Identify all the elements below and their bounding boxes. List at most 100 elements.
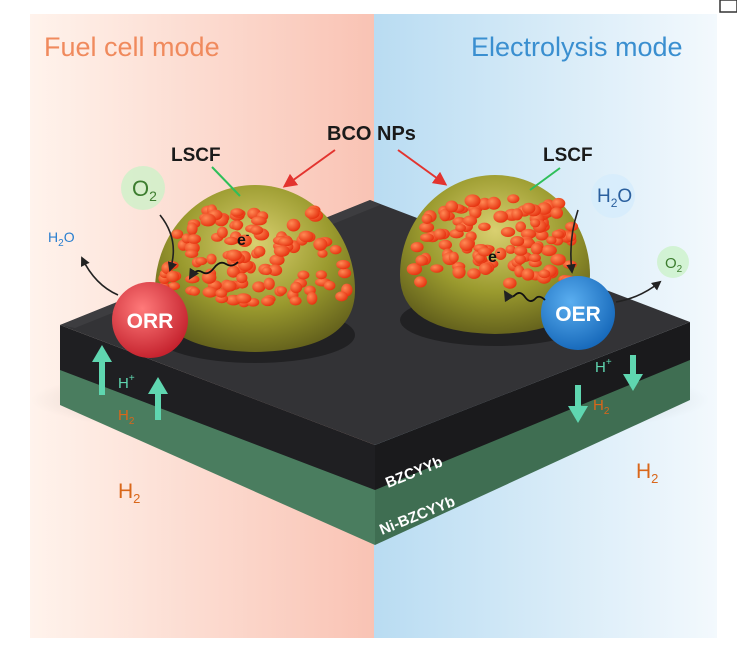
anode-layer-left-side bbox=[60, 352, 375, 545]
bco-nanoparticle bbox=[226, 249, 242, 262]
bco-nanoparticle bbox=[250, 225, 264, 235]
bco-nanoparticle bbox=[406, 263, 423, 276]
bco-nanoparticle bbox=[298, 230, 314, 242]
bco-nanoparticle bbox=[452, 265, 466, 279]
bco-nanoparticle bbox=[230, 208, 244, 217]
bco-nanoparticle bbox=[276, 286, 287, 295]
h2o-label-left: H2O bbox=[48, 229, 75, 249]
bco-nanoparticle bbox=[469, 207, 482, 219]
bco-nanoparticle bbox=[171, 229, 184, 239]
bco-nanoparticle bbox=[226, 265, 240, 278]
proton-label-right: H+ bbox=[595, 357, 612, 376]
bco-nanoparticle bbox=[513, 246, 528, 256]
proton-arrowhead-right-2 bbox=[568, 406, 588, 423]
bco-nanoparticle bbox=[510, 236, 525, 247]
bco-nanoparticle bbox=[505, 244, 516, 254]
right-bco-nanoparticles bbox=[406, 194, 579, 289]
bco-nanoparticle bbox=[336, 259, 351, 270]
bco-nanoparticle bbox=[195, 257, 208, 266]
bco-nanoparticle bbox=[565, 231, 577, 242]
bco-nanoparticle bbox=[500, 227, 516, 237]
bco-nanoparticle bbox=[420, 233, 434, 242]
bco-nanoparticle bbox=[565, 221, 579, 232]
electrolyte-layer-right-side bbox=[375, 322, 690, 490]
orr-to-h2o-arrow bbox=[81, 256, 119, 296]
oer-to-o2-arrow bbox=[615, 280, 662, 303]
orr-label: ORR bbox=[127, 310, 174, 333]
lscf-right-pointer bbox=[529, 167, 561, 191]
bco-nanoparticle bbox=[419, 222, 435, 233]
bco-nanoparticle bbox=[493, 210, 509, 223]
bco-nanoparticle bbox=[189, 287, 200, 296]
lscf-left-label: LSCF bbox=[171, 145, 221, 166]
bco-nanoparticle bbox=[414, 276, 427, 288]
electron-path-right bbox=[503, 290, 546, 303]
bco-arrow-right bbox=[397, 149, 448, 186]
oer-label: OER bbox=[555, 303, 601, 326]
bco-nanoparticle bbox=[235, 293, 252, 304]
bco-nanoparticle bbox=[459, 238, 475, 252]
oer-sphere bbox=[541, 276, 615, 350]
bco-nanoparticle bbox=[286, 218, 301, 232]
bco-nanoparticle bbox=[520, 228, 537, 239]
bco-nanoparticle bbox=[315, 270, 327, 280]
electrolyte-layer-left-side bbox=[60, 325, 375, 490]
bco-nanoparticle bbox=[522, 202, 536, 214]
bco-nanoparticle bbox=[237, 234, 252, 247]
bco-nanoparticle bbox=[263, 277, 275, 290]
bco-nanoparticle bbox=[528, 253, 542, 263]
bco-nanoparticle bbox=[313, 237, 328, 251]
bco-nanoparticle bbox=[433, 228, 447, 240]
bco-nanoparticle bbox=[511, 208, 523, 221]
anode-layer-right-side bbox=[375, 345, 690, 545]
bco-nanoparticle bbox=[323, 280, 336, 291]
bco-nanoparticle bbox=[187, 234, 201, 244]
bco-nanoparticle bbox=[503, 277, 517, 289]
bco-nanoparticle bbox=[268, 264, 283, 277]
bco-nanoparticle bbox=[462, 215, 478, 227]
bco-nanoparticle bbox=[448, 251, 459, 263]
o2-label-left: O2 bbox=[132, 176, 157, 204]
bco-nanoparticle bbox=[273, 245, 290, 257]
bco-nanoparticle bbox=[335, 291, 348, 302]
bco-nanoparticle bbox=[521, 268, 535, 281]
bco-nanoparticle bbox=[184, 249, 199, 258]
electron-label-left: e- bbox=[237, 230, 249, 249]
bco-nanoparticle bbox=[329, 245, 342, 255]
bco-nanoparticle bbox=[261, 296, 275, 307]
h2o-label-right: H2O bbox=[597, 186, 632, 210]
h2-label-right-slab: H2 bbox=[593, 397, 610, 417]
bco-nanoparticle bbox=[186, 222, 198, 236]
bco-nanoparticle bbox=[546, 236, 557, 245]
bco-nanoparticle bbox=[438, 239, 452, 250]
bco-nanoparticle bbox=[306, 291, 318, 305]
orr-sphere bbox=[112, 282, 188, 358]
bco-nanoparticle bbox=[261, 266, 272, 276]
bco-nanoparticle bbox=[494, 247, 507, 260]
bco-nanoparticle bbox=[464, 194, 481, 208]
bco-nanoparticle bbox=[530, 242, 543, 255]
h2o-glow-right bbox=[591, 174, 635, 218]
bco-nanoparticle bbox=[507, 194, 520, 204]
o2-glow-left bbox=[121, 166, 165, 210]
bco-nanoparticle bbox=[477, 247, 492, 257]
bco-nanoparticle bbox=[166, 270, 180, 283]
bco-nanoparticle bbox=[439, 208, 451, 222]
bco-nanoparticle bbox=[217, 226, 228, 239]
o2-to-orr-arrow bbox=[159, 214, 177, 272]
bco-nanoparticle bbox=[551, 230, 565, 239]
bco-nanoparticle bbox=[515, 221, 526, 233]
bco-nps-label: BCO NPs bbox=[327, 123, 416, 145]
bco-nanoparticle bbox=[304, 207, 320, 219]
bco-nanoparticle bbox=[222, 280, 237, 292]
electron-path-left bbox=[188, 261, 239, 280]
bco-nanoparticle bbox=[317, 249, 328, 258]
bco-nanoparticle bbox=[486, 196, 501, 210]
bco-nanoparticle bbox=[514, 254, 526, 265]
h2o-to-oer-arrow bbox=[566, 209, 579, 274]
bco-nanoparticle bbox=[232, 220, 243, 231]
h2-label-electrolysis: H2 bbox=[636, 460, 658, 486]
bco-nanoparticle bbox=[445, 200, 459, 213]
